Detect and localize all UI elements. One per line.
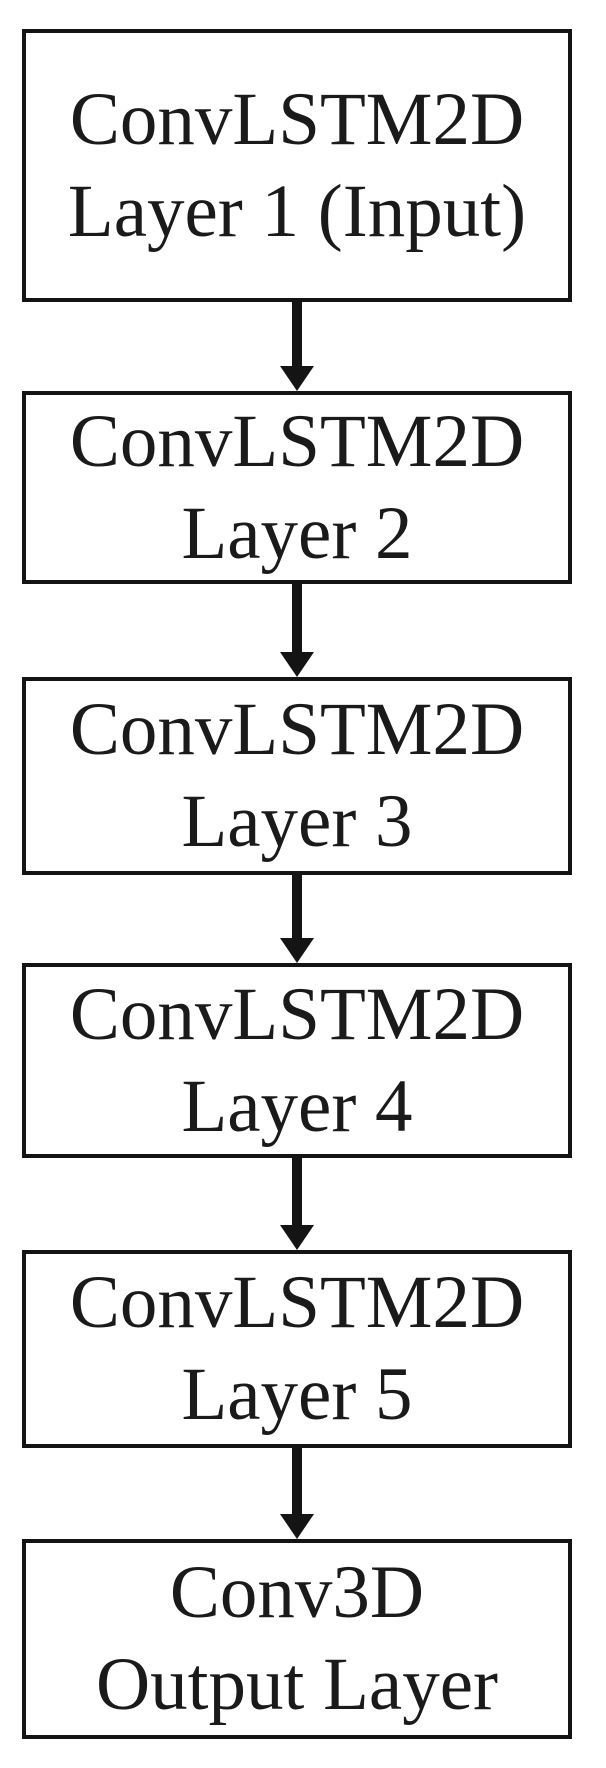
node-label-line: Layer 3 <box>181 780 413 863</box>
node-label-line: Layer 5 <box>181 1353 413 1436</box>
arrow-head-down-icon <box>280 366 314 391</box>
node-label-line: ConvLSTM2D <box>69 688 525 771</box>
node-conv3d-output-layer: Conv3D Output Layer <box>22 1539 572 1739</box>
arrow-shaft <box>292 875 302 938</box>
arrow-down-connector-4 <box>280 1158 314 1250</box>
node-label-line: Conv3D <box>169 1551 425 1634</box>
node-label-line: ConvLSTM2D <box>69 77 525 161</box>
node-convlstm2d-layer-4: ConvLSTM2D Layer 4 <box>22 963 572 1158</box>
arrow-head-down-icon <box>280 938 314 963</box>
arrow-shaft <box>292 584 302 652</box>
arrow-shaft <box>292 1158 302 1225</box>
arrow-head-down-icon <box>280 652 314 677</box>
node-label-line: Output Layer <box>96 1643 498 1726</box>
arrow-down-connector-3 <box>280 875 314 963</box>
arrow-shaft <box>292 302 302 366</box>
node-label-line: Layer 1 (Input) <box>67 169 527 253</box>
node-convlstm2d-layer-1: ConvLSTM2D Layer 1 (Input) <box>22 29 572 302</box>
node-label-line: ConvLSTM2D <box>69 399 525 483</box>
node-convlstm2d-layer-5: ConvLSTM2D Layer 5 <box>22 1250 572 1448</box>
arrow-down-connector-1 <box>280 302 314 391</box>
node-convlstm2d-layer-3: ConvLSTM2D Layer 3 <box>22 677 572 875</box>
node-convlstm2d-layer-2: ConvLSTM2D Layer 2 <box>22 391 572 584</box>
arrow-down-connector-5 <box>280 1448 314 1539</box>
node-label-line: Layer 2 <box>181 491 413 575</box>
arrow-shaft <box>292 1448 302 1514</box>
node-label-line: Layer 4 <box>181 1064 413 1148</box>
arrow-head-down-icon <box>280 1514 314 1539</box>
arrow-down-connector-2 <box>280 584 314 677</box>
node-label-line: ConvLSTM2D <box>69 1261 525 1344</box>
node-label-line: ConvLSTM2D <box>69 972 525 1056</box>
arrow-head-down-icon <box>280 1225 314 1250</box>
